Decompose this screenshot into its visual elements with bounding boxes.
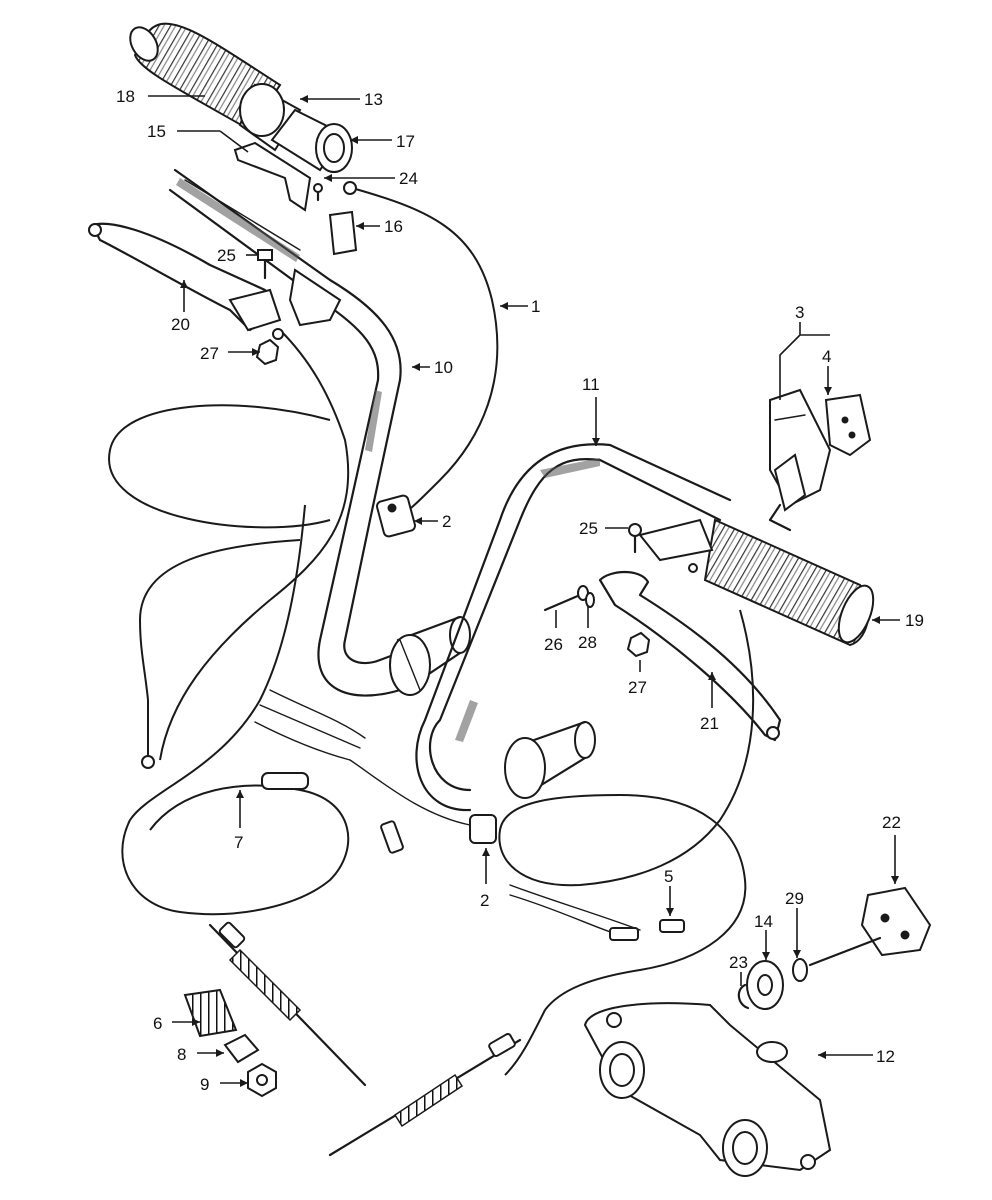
callout-labels: 18 13 15 17 24 16 25 1 20 3 4 27 10 11 2…: [116, 87, 924, 1094]
switch-cap-4: [824, 393, 872, 457]
cable-adjuster-lower-right: [328, 1033, 522, 1157]
cable-5: [498, 609, 755, 1076]
callout-19: 19: [905, 611, 924, 630]
lever-bracket-right: [638, 518, 714, 573]
callout-20: 20: [171, 315, 190, 334]
callout-15: 15: [147, 122, 166, 141]
lever-21: [598, 570, 782, 742]
throttle-cover-15: [233, 141, 312, 212]
lever-20: [88, 222, 282, 332]
callout-9: 9: [200, 1075, 209, 1094]
callout-3: 3: [795, 303, 804, 322]
cable-end-16: [328, 181, 358, 256]
callout-27-left: 27: [200, 344, 219, 363]
nut-27-right: [626, 631, 651, 658]
callout-10: 10: [434, 358, 453, 377]
callout-14: 14: [754, 912, 773, 931]
callout-11: 11: [582, 375, 600, 394]
callout-17: 17: [396, 132, 415, 151]
cable-adjuster-lower-left: [208, 921, 367, 1087]
callout-13: 13: [364, 90, 383, 109]
callout-21: 21: [700, 714, 719, 733]
cable-main-loop: [121, 504, 350, 916]
steering-damper-knob-22: [808, 886, 932, 967]
callout-5: 5: [664, 867, 673, 886]
wire-harness: [254, 689, 685, 941]
handlebar-right-11: [415, 443, 732, 812]
top-bridge-12: [583, 1002, 832, 1177]
callout-26: 26: [544, 635, 563, 654]
callout-23: 23: [729, 953, 748, 972]
damper-plate-14: [746, 960, 784, 1010]
washer-29: [792, 958, 808, 982]
throttle-tube-17: [270, 108, 353, 173]
callout-2-upper: 2: [442, 512, 451, 531]
nut-8: [223, 1033, 260, 1064]
callout-12: 12: [876, 1047, 895, 1066]
callout-4: 4: [822, 347, 831, 366]
callout-22: 22: [882, 813, 901, 832]
callout-2-lower: 2: [480, 891, 489, 910]
nut-9: [247, 1062, 277, 1098]
cable-7: [108, 329, 350, 769]
clip-23: [737, 983, 750, 1010]
cable-clip-2-lower: [469, 814, 497, 844]
callout-28: 28: [578, 633, 597, 652]
grip-19: [703, 518, 875, 647]
callout-16: 16: [384, 217, 403, 236]
bolt-26: [543, 585, 589, 612]
callout-7: 7: [234, 833, 243, 852]
cable-clip-2-upper: [376, 494, 416, 538]
cable-adjuster-7: [261, 772, 309, 790]
switch-housing-3: [768, 388, 832, 532]
washer-28: [585, 592, 595, 608]
lever-bracket-left: [288, 268, 342, 327]
leader-lines: [148, 95, 900, 1087]
nut-27-left: [255, 328, 284, 366]
callout-29: 29: [785, 889, 804, 908]
callout-27-right: 27: [628, 678, 647, 697]
callout-6: 6: [153, 1014, 162, 1033]
handlebar-left-10: [168, 168, 422, 697]
callout-25-right: 25: [579, 519, 598, 538]
callout-8: 8: [177, 1045, 186, 1064]
callout-24: 24: [399, 169, 418, 188]
callout-1: 1: [531, 297, 540, 316]
spring-6: [183, 988, 238, 1038]
bolt-25-right: [628, 523, 642, 554]
callout-25-left: 25: [217, 246, 236, 265]
callout-18: 18: [116, 87, 135, 106]
cable-end-nipple: [141, 755, 155, 769]
cable-1: [351, 187, 499, 519]
screw-24: [313, 183, 323, 202]
handlebar-clamp-left: [389, 615, 471, 696]
handlebar-clamp-right: [504, 720, 596, 799]
